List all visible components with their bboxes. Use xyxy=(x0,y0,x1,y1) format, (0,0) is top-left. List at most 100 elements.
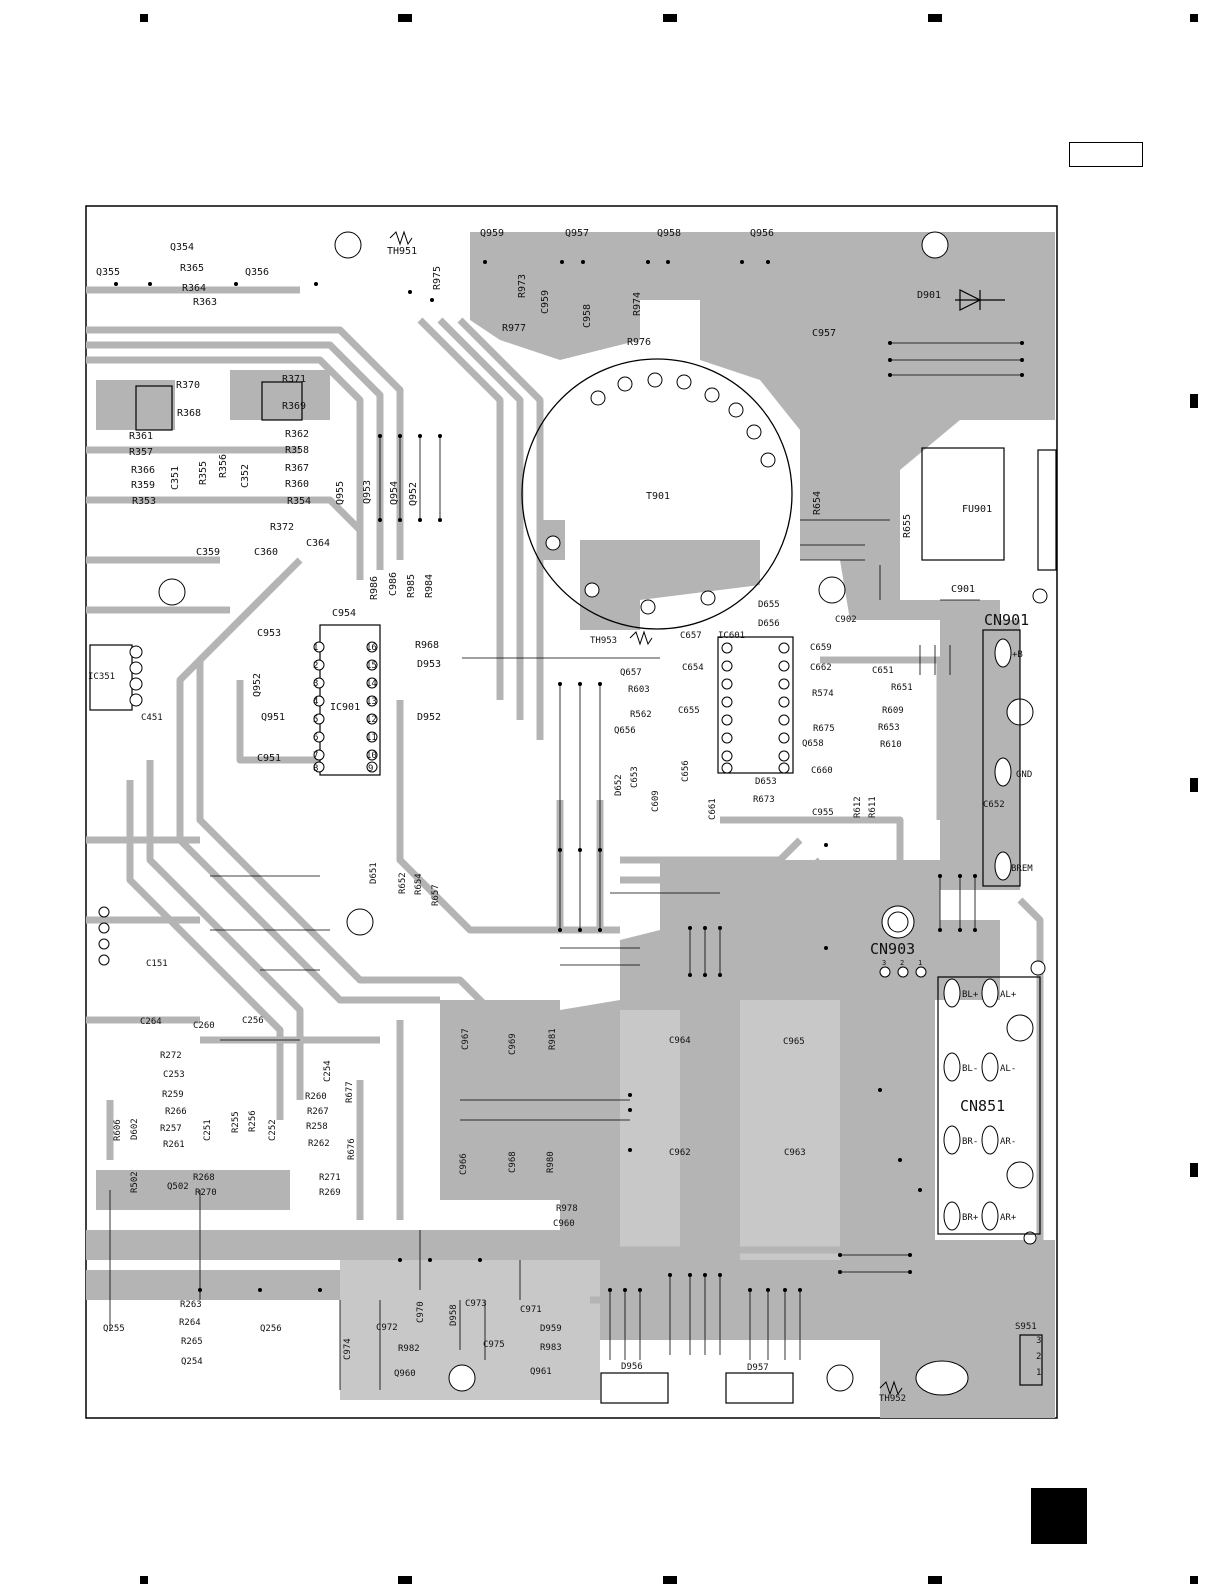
ic901-pin-6: 6 xyxy=(313,733,318,743)
label-c967: C967 xyxy=(461,1028,471,1050)
label-r258: R258 xyxy=(306,1122,328,1132)
label-r363: R363 xyxy=(193,297,217,308)
registration-mark-bottom-1 xyxy=(140,1576,148,1584)
ic-pin-numbers: 1 2 3 4 5 6 7 8 9 10 11 12 13 14 15 16 xyxy=(313,643,377,774)
label-c973: C973 xyxy=(465,1299,487,1309)
connector-labels: CN901 +B GND BREM CN903 3 2 1 CN851 BL+ … xyxy=(870,611,1033,1223)
registration-mark-right-1 xyxy=(1190,394,1198,408)
cn851-pin-bl-minus: BL- xyxy=(962,1064,978,1074)
label-r975: R975 xyxy=(432,266,443,290)
label-r980: R980 xyxy=(546,1151,556,1173)
label-r677: R677 xyxy=(345,1081,355,1103)
label-c958: C958 xyxy=(582,304,593,328)
label-q961: Q961 xyxy=(530,1367,552,1377)
label-q952: Q952 xyxy=(408,482,419,506)
ic901-pin-8: 8 xyxy=(313,764,318,774)
label-r263: R263 xyxy=(180,1300,202,1310)
ic901-pins xyxy=(313,641,378,773)
label-r603: R603 xyxy=(628,685,650,695)
label-c957: C957 xyxy=(812,328,836,339)
label-r976: R976 xyxy=(627,337,651,348)
label-cn903: CN903 xyxy=(870,940,915,958)
label-q356: Q356 xyxy=(245,267,269,278)
label-c955: C955 xyxy=(812,808,834,818)
label-q952-b: Q952 xyxy=(252,673,263,697)
label-c902: C902 xyxy=(835,615,857,625)
label-r353: R353 xyxy=(132,496,156,507)
d901-diode-icon xyxy=(955,289,1005,311)
label-c951: C951 xyxy=(257,753,281,764)
label-c954: C954 xyxy=(332,608,356,619)
label-r981: R981 xyxy=(548,1028,558,1050)
label-d953: D953 xyxy=(417,659,441,670)
label-q959: Q959 xyxy=(480,228,504,239)
cn903-pin-2: 2 xyxy=(900,959,904,967)
ic901-pin-5: 5 xyxy=(313,715,318,725)
cn851-pin-al-minus: AL- xyxy=(1000,1064,1016,1074)
label-c655: C655 xyxy=(678,706,700,716)
label-r574: R574 xyxy=(812,689,834,699)
label-r652: R652 xyxy=(398,872,408,894)
label-c966: C966 xyxy=(459,1153,469,1175)
label-d651: D651 xyxy=(369,862,379,884)
label-c953: C953 xyxy=(257,628,281,639)
s951-pin-3: 3 xyxy=(1036,1336,1041,1346)
label-r968: R968 xyxy=(415,640,439,651)
label-c652: C652 xyxy=(983,800,1005,810)
label-c253: C253 xyxy=(163,1070,185,1080)
label-r654: R654 xyxy=(812,491,823,515)
cn903-pin-3: 3 xyxy=(882,959,886,967)
ic901-pin-12: 12 xyxy=(366,715,377,725)
ic901-pin-7: 7 xyxy=(313,751,318,761)
cn901-pin-b: +B xyxy=(1012,650,1023,660)
label-c901: C901 xyxy=(951,584,975,595)
label-r984: R984 xyxy=(424,574,435,598)
s951-pin-2: 2 xyxy=(1036,1352,1041,1362)
label-r260: R260 xyxy=(305,1092,327,1102)
label-d958: D958 xyxy=(449,1304,459,1326)
label-c264: C264 xyxy=(140,1017,162,1027)
copper-pours xyxy=(86,232,1055,1418)
cn851-pin-bl-plus: BL+ xyxy=(962,990,979,1000)
label-d959: D959 xyxy=(540,1324,562,1334)
label-c254: C254 xyxy=(323,1060,333,1082)
jumper-lines xyxy=(109,342,1022,1390)
cn851-pin-br-minus: BR- xyxy=(962,1137,978,1147)
label-c661: C661 xyxy=(708,798,718,820)
label-c971: C971 xyxy=(520,1305,542,1315)
label-r655: R655 xyxy=(902,514,913,538)
label-cn901: CN901 xyxy=(984,611,1029,629)
label-r562: R562 xyxy=(630,710,652,720)
th951-icon xyxy=(389,230,413,246)
th952-icon xyxy=(879,1380,903,1396)
label-r371: R371 xyxy=(282,374,306,385)
label-r262: R262 xyxy=(308,1139,330,1149)
registration-mark-bottom-2 xyxy=(398,1576,412,1584)
label-c969: C969 xyxy=(508,1033,518,1055)
transformer-outline xyxy=(521,358,793,630)
label-r257: R257 xyxy=(160,1124,182,1134)
label-c660: C660 xyxy=(811,766,833,776)
label-r612: R612 xyxy=(853,796,863,818)
signal-traces xyxy=(86,286,1055,1400)
label-c359: C359 xyxy=(196,547,220,558)
registration-mark-top-3 xyxy=(663,14,677,22)
label-c260: C260 xyxy=(193,1021,215,1031)
cn851-pin-ar-minus: AR- xyxy=(1000,1137,1016,1147)
cn901-pin-gnd: GND xyxy=(1016,770,1032,780)
label-r359: R359 xyxy=(131,480,155,491)
registration-mark-bottom-3 xyxy=(663,1576,677,1584)
ic901-pin-4: 4 xyxy=(313,697,318,707)
label-r982: R982 xyxy=(398,1344,420,1354)
label-c964: C964 xyxy=(669,1036,691,1046)
label-r673: R673 xyxy=(753,795,775,805)
label-r354: R354 xyxy=(287,496,311,507)
label-th951: TH951 xyxy=(387,246,417,257)
label-r355: R355 xyxy=(198,461,209,485)
label-c975: C975 xyxy=(483,1340,505,1350)
ic901-pin-10: 10 xyxy=(366,751,377,761)
label-r367: R367 xyxy=(285,463,309,474)
ic901-pin-14: 14 xyxy=(366,679,377,689)
label-th953: TH953 xyxy=(590,636,617,646)
